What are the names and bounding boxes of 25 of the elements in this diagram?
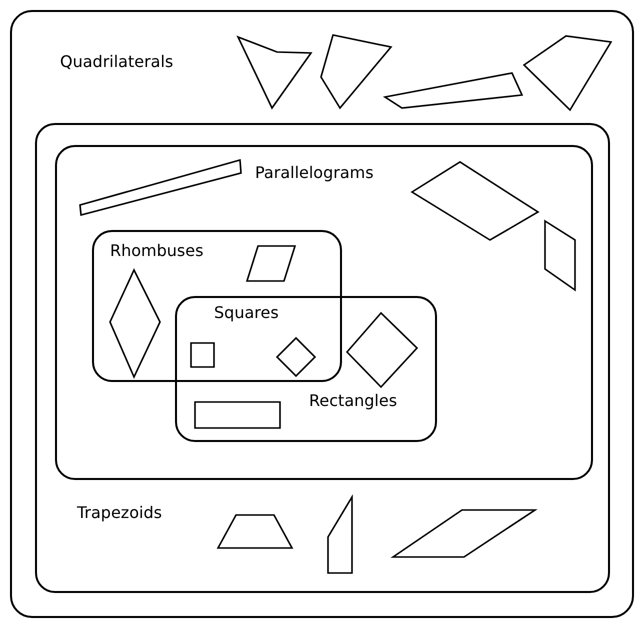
region-label: Parallelograms: [255, 163, 374, 182]
rhombuses-region: [92, 230, 342, 382]
quadrilateral-shape: [237, 36, 312, 109]
trapezoid-shape: [217, 514, 293, 549]
rhombus-shape: [109, 269, 161, 378]
region-label: Rhombuses: [110, 241, 204, 260]
trapezoids-region: [35, 123, 610, 593]
region-label: Quadrilaterals: [60, 52, 174, 71]
rectangle-shape: [194, 401, 281, 429]
quadrilateral-shape: [384, 72, 523, 109]
parallelogram-shape: [411, 161, 539, 241]
parallelogram-shape: [79, 159, 242, 216]
region-label: Trapezoids: [77, 503, 162, 522]
parallelogram-shape: [544, 220, 576, 291]
region-label: Squares: [214, 303, 279, 322]
quadrilateral-shape: [523, 35, 612, 111]
quadrilaterals-region: [10, 10, 634, 618]
trapezoid-shape: [327, 496, 353, 574]
square-shape: [190, 342, 215, 368]
rhombus-shape: [246, 245, 296, 282]
region-label: Rectangles: [309, 391, 398, 410]
trapezoid-shape: [392, 509, 536, 558]
parallelograms-region: [55, 145, 593, 480]
quadrilateral-shape: [320, 34, 392, 109]
rectangles-region: [175, 296, 437, 442]
